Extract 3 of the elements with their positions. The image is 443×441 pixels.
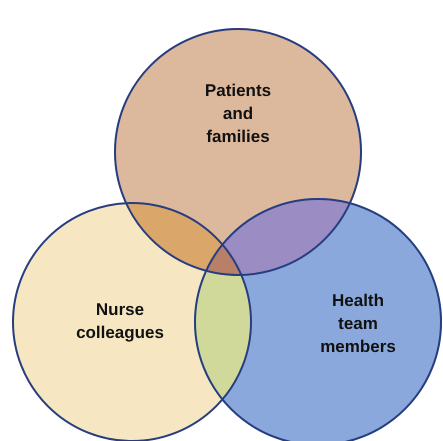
circle-label: Health team members bbox=[313, 288, 403, 358]
circle-label: Patients and families bbox=[193, 78, 283, 148]
circle-label: Nurse colleagues bbox=[70, 298, 170, 344]
